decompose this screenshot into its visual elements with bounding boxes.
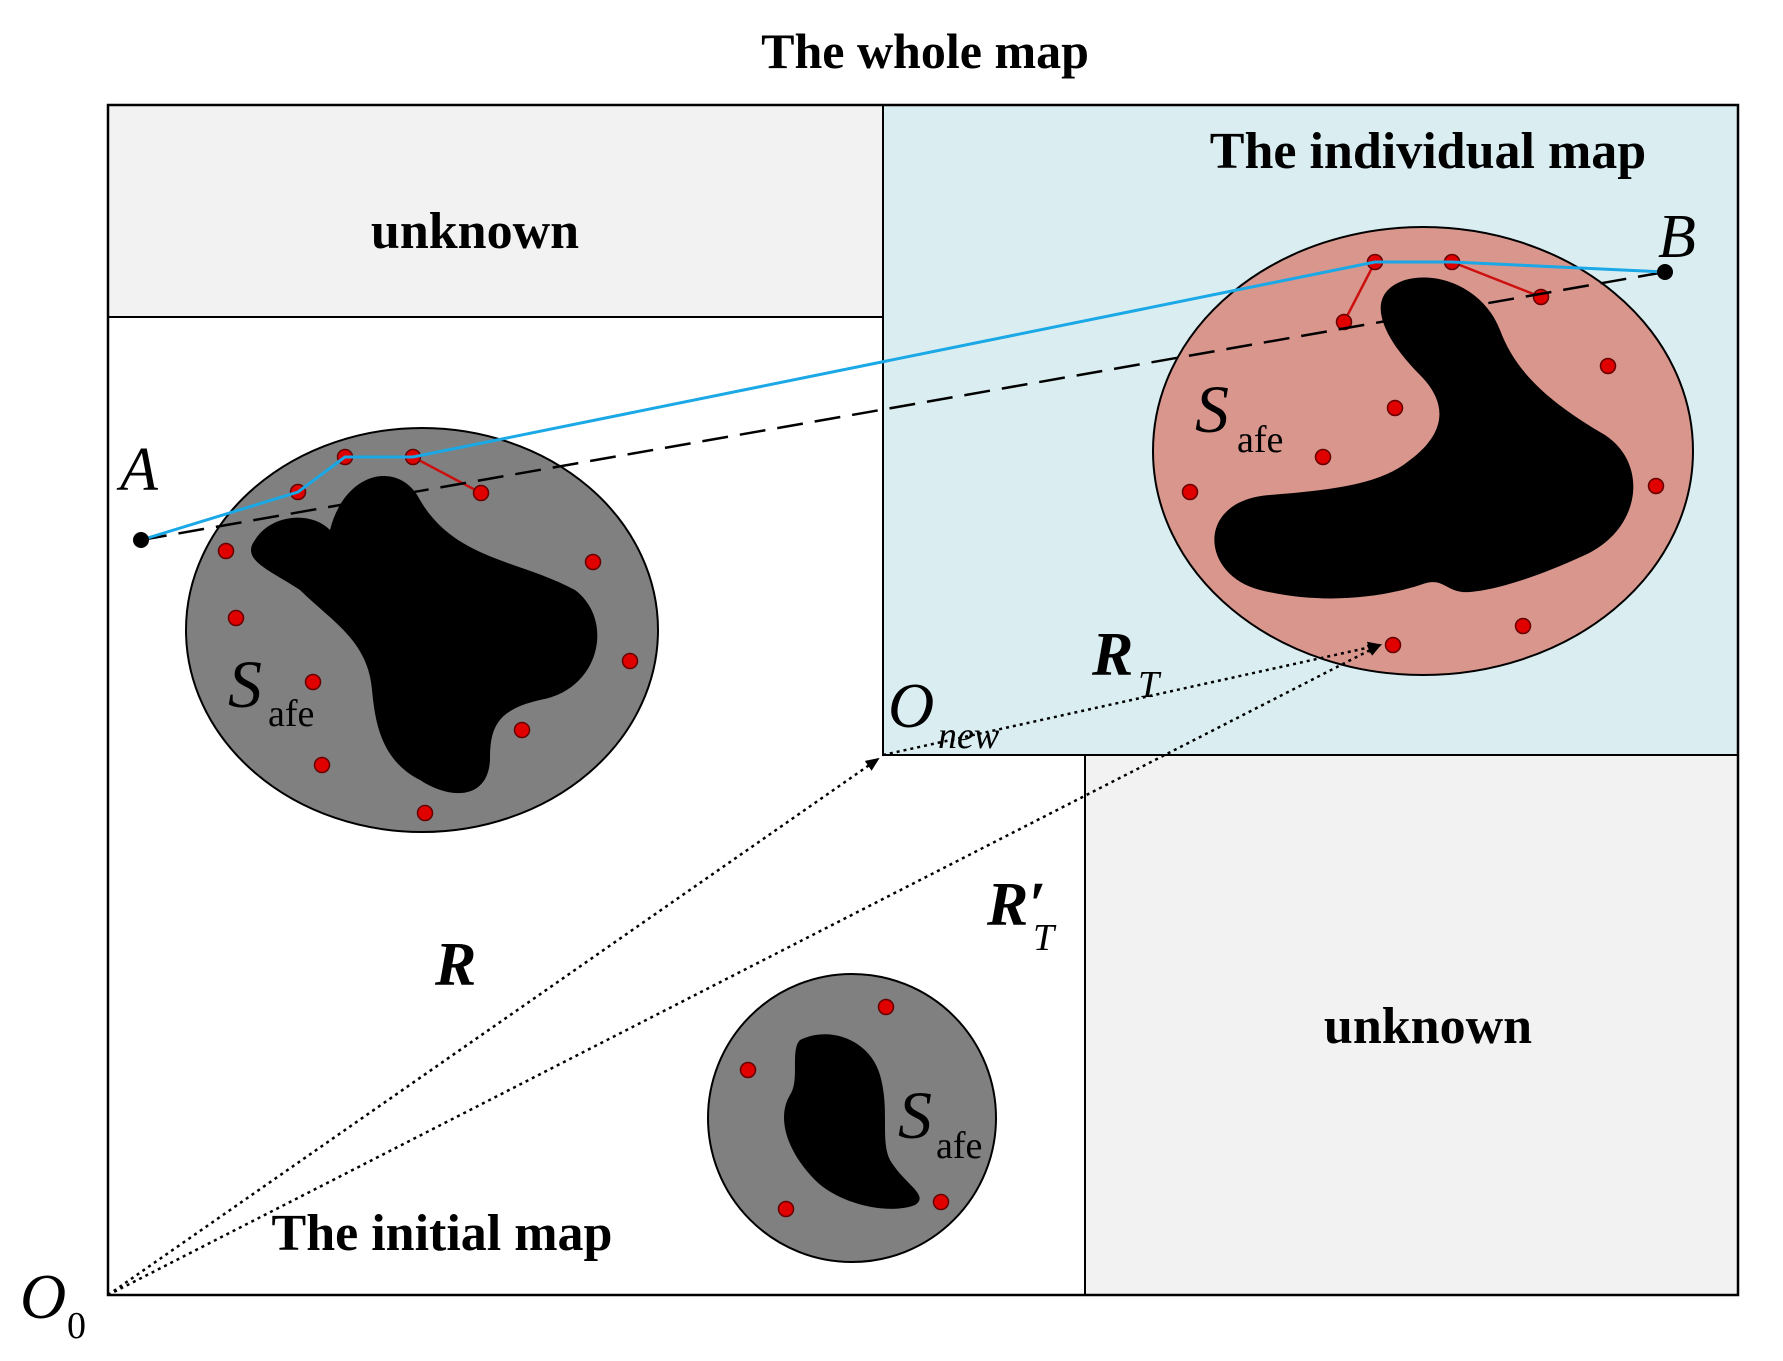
individual-map-label: The individual map [1210,123,1646,180]
point-a-label: A [116,436,159,504]
point-b-marker [1657,264,1673,280]
origin-main-sub: 0 [67,1305,86,1347]
obstacle-right [1214,277,1634,599]
safe-label-left: S [228,646,262,722]
safe-nodes-left [217,448,639,822]
vector-rt-prime-sub: T [1033,917,1057,959]
whole-map-border [106,103,1740,1297]
straight-line-a-b [140,270,1666,542]
safe-nodes-bottom [739,998,950,1218]
vector-rt-prime-arrow [107,643,1382,1297]
unknown-region-bottom-right [1084,754,1739,1296]
vector-r-arrow [107,757,880,1297]
diagram-title: The whole map [761,23,1089,79]
unknown-label-bottom: unknown [1324,998,1532,1055]
safe-region-left: S afe [185,427,659,833]
safe-region-right: S afe [1152,226,1694,676]
safe-label-right: S [1195,371,1229,447]
blue-path [140,260,1666,542]
obstacle-bottom [784,1034,920,1209]
safe-label-bottom-suffix: afe [936,1125,982,1167]
origin-new-label: O [888,670,934,741]
vector-rt-sub: T [1138,664,1162,706]
safe-region-bottom: S afe [707,973,997,1263]
safe-label-right-suffix: afe [1237,419,1283,461]
vector-rt-prime-label: R′ [986,871,1046,939]
safe-label-left-suffix: afe [268,693,314,735]
vector-rt-label: R [1091,621,1133,689]
safe-label-bottom: S [898,1077,932,1153]
obstacle-left [251,476,598,794]
initial-map-label: The initial map [272,1205,613,1262]
vector-rt-arrow [882,641,1382,757]
point-a-marker [133,532,149,548]
safe-nodes-right [1181,253,1665,654]
vector-r-label: R [434,931,476,999]
point-b-label: B [1658,203,1696,271]
unknown-region-top-left [107,104,884,318]
origin-main-label: O [20,1261,66,1332]
unknown-label-top: unknown [371,203,579,260]
origin-new-sub: new [938,715,1000,757]
